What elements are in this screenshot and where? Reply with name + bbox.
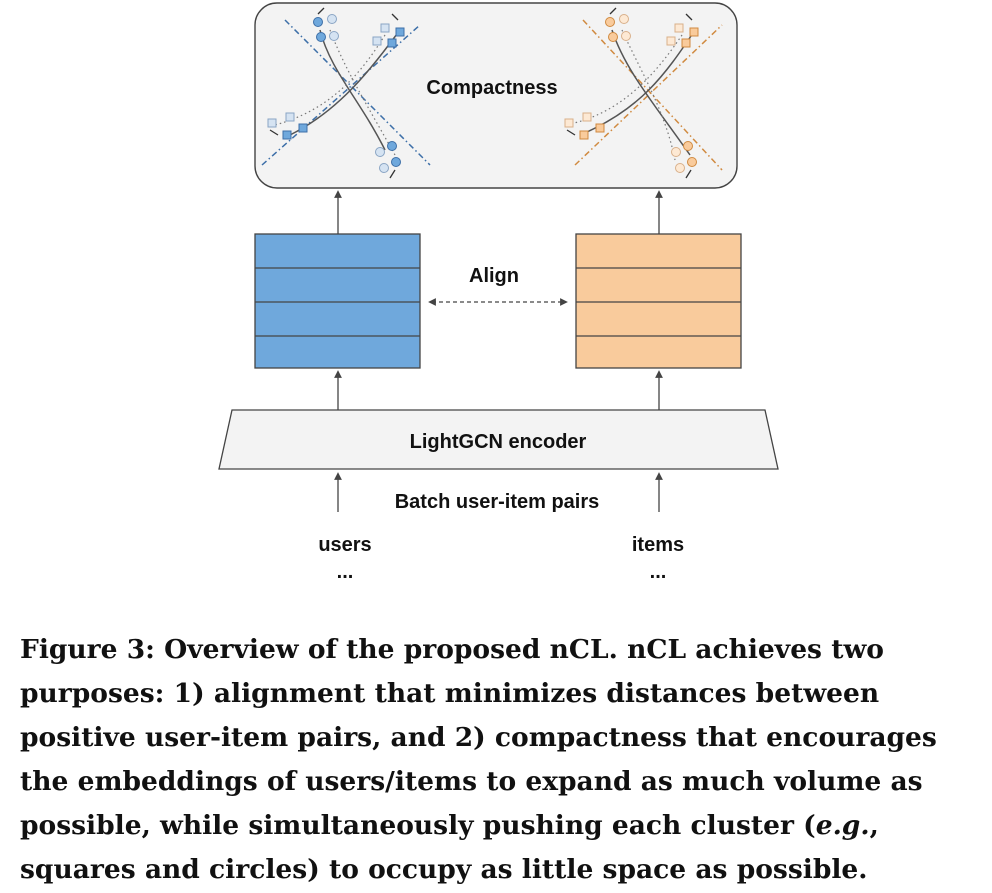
compactness-label: Compactness	[426, 77, 557, 99]
nCL-overview-diagram: Compactness	[218, 2, 779, 583]
encoder-label: LightGCN encoder	[410, 431, 587, 453]
user-embedding-block	[254, 233, 421, 369]
lightgcn-encoder	[218, 409, 779, 470]
item-embedding-sketch	[564, 7, 723, 179]
align-label: Align	[469, 265, 519, 287]
caption-text-prefix: Figure 3: Overview of the proposed nCL. …	[20, 634, 937, 841]
item-embedding-block	[575, 233, 742, 369]
batch-label: Batch user-item pairs	[395, 491, 600, 513]
caption-text-suffix: , squares and circles) to occupy as litt…	[20, 810, 879, 885]
caption-eg: e.g.	[815, 810, 870, 841]
users-label: users	[318, 534, 371, 556]
items-ellipsis: ...	[650, 561, 667, 583]
users-ellipsis: ...	[337, 561, 354, 583]
items-label: items	[632, 534, 684, 556]
user-embedding-sketch	[261, 7, 431, 179]
figure-caption: Figure 3: Overview of the proposed nCL. …	[20, 628, 978, 892]
compactness-panel	[254, 2, 738, 189]
